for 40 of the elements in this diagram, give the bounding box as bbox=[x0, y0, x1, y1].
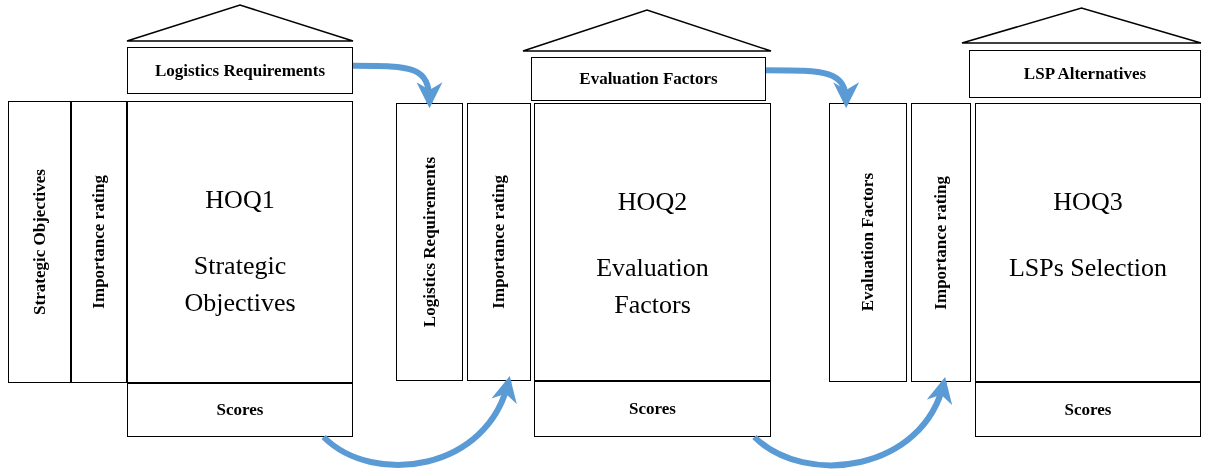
scores-label: Scores bbox=[1064, 399, 1112, 420]
matrix-label: Strategic Objectives bbox=[183, 250, 297, 319]
matrix-box bbox=[127, 101, 353, 383]
matrix-box bbox=[975, 103, 1201, 382]
column-label: Importance rating bbox=[89, 175, 109, 309]
curved-arrow bbox=[766, 67, 858, 109]
header-box bbox=[969, 50, 1201, 98]
curved-arrow bbox=[353, 62, 442, 109]
column-label: Evaluation Factors bbox=[858, 173, 878, 312]
column-label: Importance rating bbox=[931, 175, 951, 310]
column-box bbox=[71, 101, 127, 383]
matrix-label: HOQ3 bbox=[1053, 186, 1123, 218]
column-box bbox=[8, 101, 71, 383]
header-label: Evaluation Factors bbox=[579, 69, 718, 89]
column-box bbox=[829, 103, 907, 382]
matrix-label: LSPs Selection bbox=[1008, 252, 1168, 285]
scores-box bbox=[975, 382, 1201, 437]
curved-arrow bbox=[321, 376, 515, 468]
column-label: Logistics Requirements bbox=[419, 156, 440, 328]
roof-triangle bbox=[127, 5, 353, 41]
column-label: Importance rating bbox=[489, 175, 509, 309]
header-label: Logistics Requirements bbox=[154, 60, 326, 81]
roof-triangle bbox=[523, 10, 771, 51]
matrix-label: Evaluation Factors bbox=[595, 252, 710, 321]
matrix-label: HOQ1 bbox=[205, 184, 275, 216]
column-box bbox=[911, 103, 971, 382]
roof-triangle bbox=[962, 8, 1201, 43]
header-label: LSP Alternatives bbox=[1023, 64, 1147, 84]
scores-label: Scores bbox=[216, 400, 264, 420]
scores-box bbox=[127, 383, 353, 437]
scores-box bbox=[534, 381, 771, 437]
column-box bbox=[396, 103, 463, 381]
header-box bbox=[127, 47, 353, 94]
matrix-label: HOQ2 bbox=[617, 186, 688, 218]
column-box bbox=[467, 103, 531, 381]
curved-arrow bbox=[752, 377, 950, 468]
matrix-box bbox=[534, 103, 771, 381]
header-box bbox=[531, 57, 766, 101]
column-label: Strategic Objectives bbox=[29, 169, 50, 315]
scores-label: Scores bbox=[629, 399, 676, 419]
